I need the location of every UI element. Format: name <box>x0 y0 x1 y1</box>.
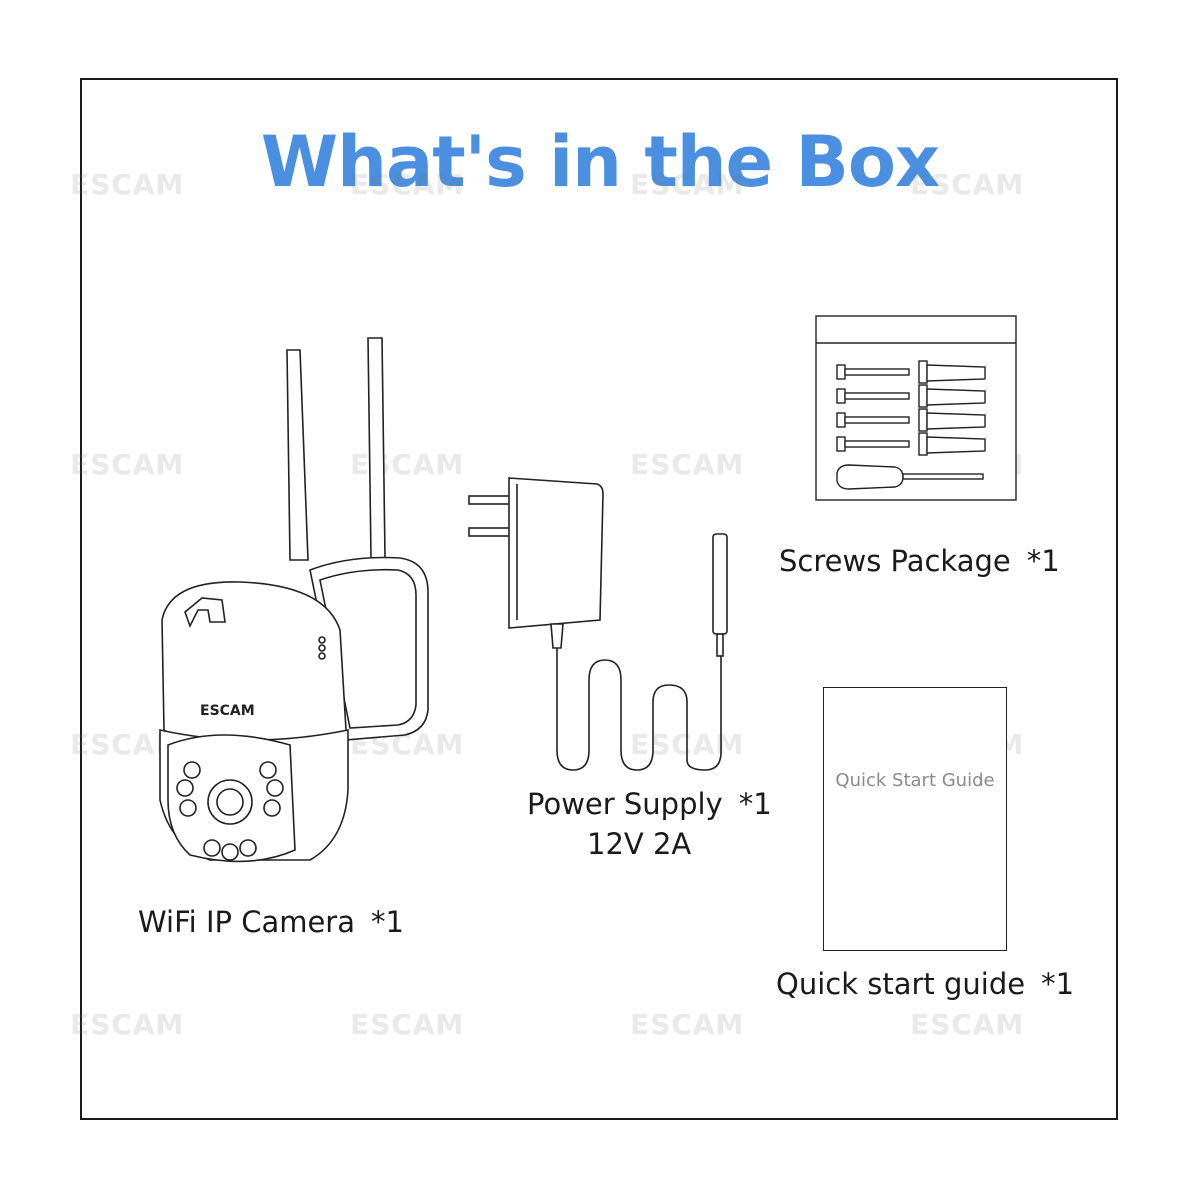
screws-qty: *1 <box>1026 544 1060 578</box>
power-supply-spec: 12V 2A <box>587 827 692 861</box>
camera-brand-label: ESCAM <box>200 703 255 719</box>
guide-cover-title: Quick Start Guide <box>835 770 995 791</box>
screws-item-label: Screws Package *1 <box>779 543 1060 579</box>
content-frame <box>80 78 1118 1120</box>
screws-name: Screws Package <box>779 544 1011 578</box>
power-supply-item-label: Power Supply *1 <box>527 786 772 822</box>
guide-name: Quick start guide <box>776 967 1026 1001</box>
power-supply-name: Power Supply <box>527 787 723 821</box>
screws-package-illustration <box>815 315 1017 501</box>
guide-item-label: Quick start guide *1 <box>776 966 1074 1002</box>
quick-start-guide-booklet: Quick Start Guide <box>823 687 1007 951</box>
camera-qty: *1 <box>371 905 404 939</box>
camera-item-label: WiFi IP Camera *1 <box>138 904 404 940</box>
camera-name: WiFi IP Camera <box>138 905 356 939</box>
power-supply-qty: *1 <box>738 787 772 821</box>
page-title: What's in the Box <box>260 121 940 203</box>
power-supply-illustration <box>468 477 728 771</box>
guide-qty: *1 <box>1041 967 1075 1001</box>
camera-illustration: ESCAM <box>159 337 429 863</box>
